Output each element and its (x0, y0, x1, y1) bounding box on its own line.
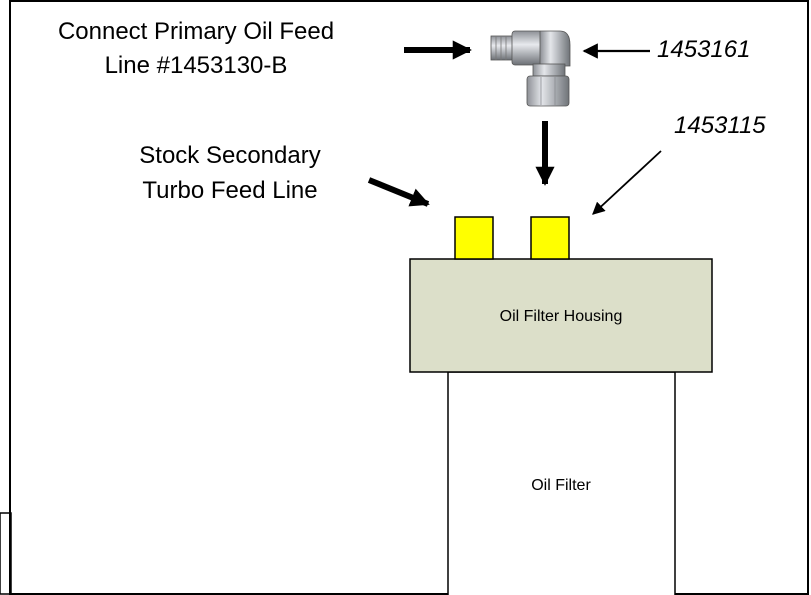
fitting-part-label: 1453161 (657, 36, 750, 63)
elbow-fitting-icon (490, 30, 571, 107)
secondary-feed-label-line1: Stock Secondary (139, 142, 320, 169)
oil-filter-label: Oil Filter (531, 477, 591, 494)
primary-feed-label-line1: Connect Primary Oil Feed (58, 18, 334, 45)
adapter-part-arrow (592, 150, 662, 215)
primary-port (530, 216, 570, 260)
oil-filter-body (447, 371, 676, 595)
frame-border (9, 0, 809, 595)
secondary-port (454, 216, 494, 260)
secondary-feed-arrow (367, 177, 430, 207)
oil-filter-housing-label: Oil Filter Housing (500, 308, 623, 325)
frame-side-artifact (0, 512, 12, 595)
primary-feed-label-line2: Line #1453130-B (105, 52, 288, 79)
adapter-part-label: 1453115 (674, 112, 766, 139)
secondary-feed-label-line2: Turbo Feed Line (142, 177, 317, 204)
